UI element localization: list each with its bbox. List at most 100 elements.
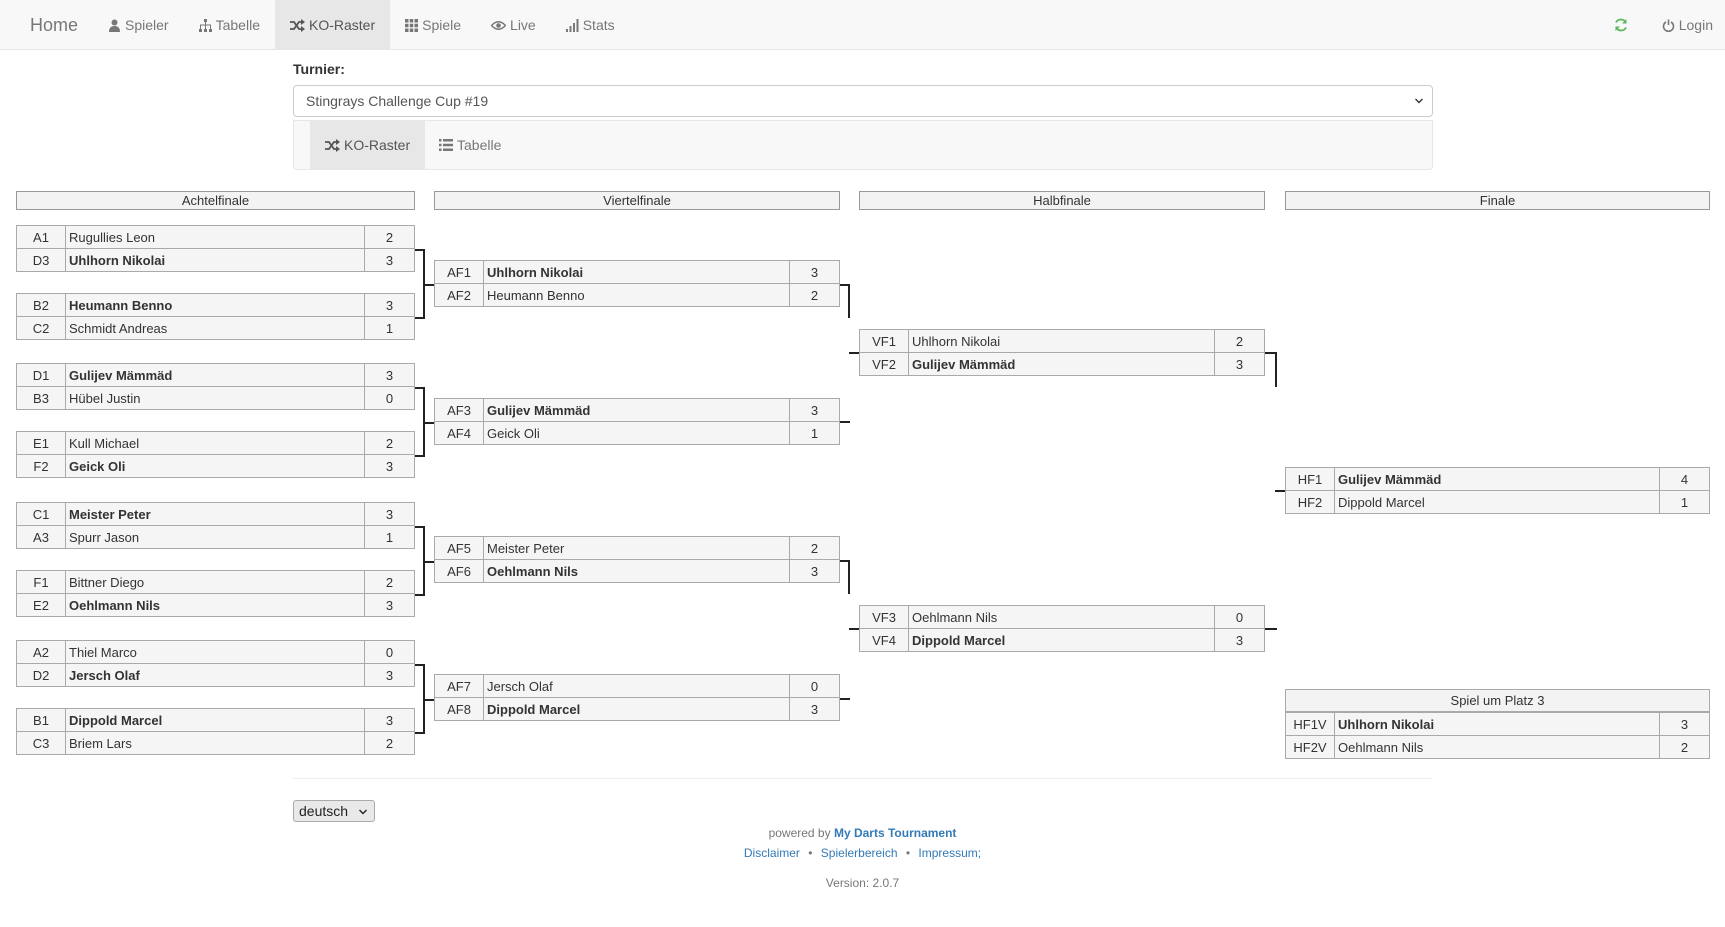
subnav-tabelle[interactable]: Tabelle [424, 121, 516, 169]
refresh-icon [1614, 18, 1627, 32]
player-slot-code: VF4 [859, 628, 909, 652]
subnav-tabelle-label: Tabelle [457, 137, 502, 153]
player-name: Oehlmann Nils [483, 559, 790, 583]
bracket-connector-line [1265, 352, 1277, 387]
nav-ko-raster[interactable]: KO-Raster [274, 0, 391, 50]
player-score: 3 [364, 502, 415, 526]
nav-spieler[interactable]: Spieler [93, 0, 184, 50]
bracket-connector-line [425, 699, 435, 701]
nav-spieler-label: Spieler [125, 17, 169, 33]
player-score: 3 [364, 293, 415, 317]
spielerbereich-link[interactable]: Spielerbereich [820, 846, 898, 860]
player-score: 0 [364, 640, 415, 664]
player-score: 0 [364, 386, 415, 410]
nav-stats[interactable]: Stats [551, 0, 630, 50]
player-score: 1 [364, 316, 415, 340]
player-score: 1 [364, 525, 415, 549]
player-name: Uhlhorn Nikolai [65, 248, 365, 272]
round-header-viertelfinale: Viertelfinale [434, 191, 840, 210]
player-name: Hübel Justin [65, 386, 365, 410]
subnav-ko-raster[interactable]: KO-Raster [310, 121, 426, 169]
tournament-select[interactable]: Stingrays Challenge Cup #19 [293, 85, 1433, 117]
player-slot-code: VF3 [859, 605, 909, 629]
round-header-halbfinale: Halbfinale [859, 191, 1265, 210]
player-slot-code: E2 [16, 593, 66, 617]
player-name: Uhlhorn Nikolai [483, 260, 790, 284]
player-name: Dippold Marcel [1334, 490, 1660, 514]
player-name: Bittner Diego [65, 570, 365, 594]
player-name: Rugullies Leon [65, 225, 365, 249]
bracket-connector-line [415, 664, 425, 734]
nav-live[interactable]: Live [476, 0, 551, 50]
signal-bars-icon [565, 18, 579, 32]
player-slot-code: A2 [16, 640, 66, 664]
player-slot-code: HF1V [1285, 712, 1335, 736]
bracket-connector-line [840, 284, 850, 318]
player-slot-code: HF1 [1285, 467, 1335, 491]
player-name: Oehlmann Nils [1334, 735, 1660, 759]
bracket-connector-line [849, 628, 859, 630]
nav-home[interactable]: Home [30, 14, 79, 35]
player-name: Heumann Benno [65, 293, 365, 317]
player-slot-code: A3 [16, 525, 66, 549]
footer-separator: • [905, 846, 911, 860]
impressum-link[interactable]: Impressum; [918, 846, 982, 860]
player-name: Oehlmann Nils [908, 605, 1215, 629]
player-slot-code: B3 [16, 386, 66, 410]
player-score: 3 [789, 559, 840, 583]
player-slot-code: AF4 [434, 421, 484, 445]
player-score: 2 [364, 225, 415, 249]
footer-separator: • [808, 846, 813, 860]
player-score: 2 [789, 283, 840, 307]
player-score: 3 [1214, 628, 1265, 652]
player-score: 2 [364, 431, 415, 455]
player-name: Dippold Marcel [65, 708, 365, 732]
refresh-button[interactable] [1599, 0, 1647, 50]
player-score: 2 [364, 570, 415, 594]
player-score: 2 [1214, 329, 1265, 353]
player-slot-code: C3 [16, 731, 66, 755]
player-name: Jersch Olaf [483, 674, 790, 698]
language-select[interactable]: deutsch [293, 800, 375, 822]
nav-live-label: Live [510, 17, 536, 33]
nav-tabelle[interactable]: Tabelle [184, 0, 275, 50]
bracket-connector-line [415, 387, 425, 457]
nav-login[interactable]: Login [1647, 0, 1725, 50]
bracket-connector-line [849, 352, 859, 354]
powered-prefix: powered by [768, 826, 831, 840]
powered-link[interactable]: My Darts Tournament [833, 826, 957, 840]
player-name: Thiel Marco [65, 640, 365, 664]
player-score: 1 [1659, 490, 1710, 514]
disclaimer-link[interactable]: Disclaimer [743, 846, 800, 860]
nav-spiele[interactable]: Spiele [390, 0, 476, 50]
bracket-connector-line [840, 698, 850, 700]
player-name: Gulijev Mämmäd [1334, 467, 1660, 491]
